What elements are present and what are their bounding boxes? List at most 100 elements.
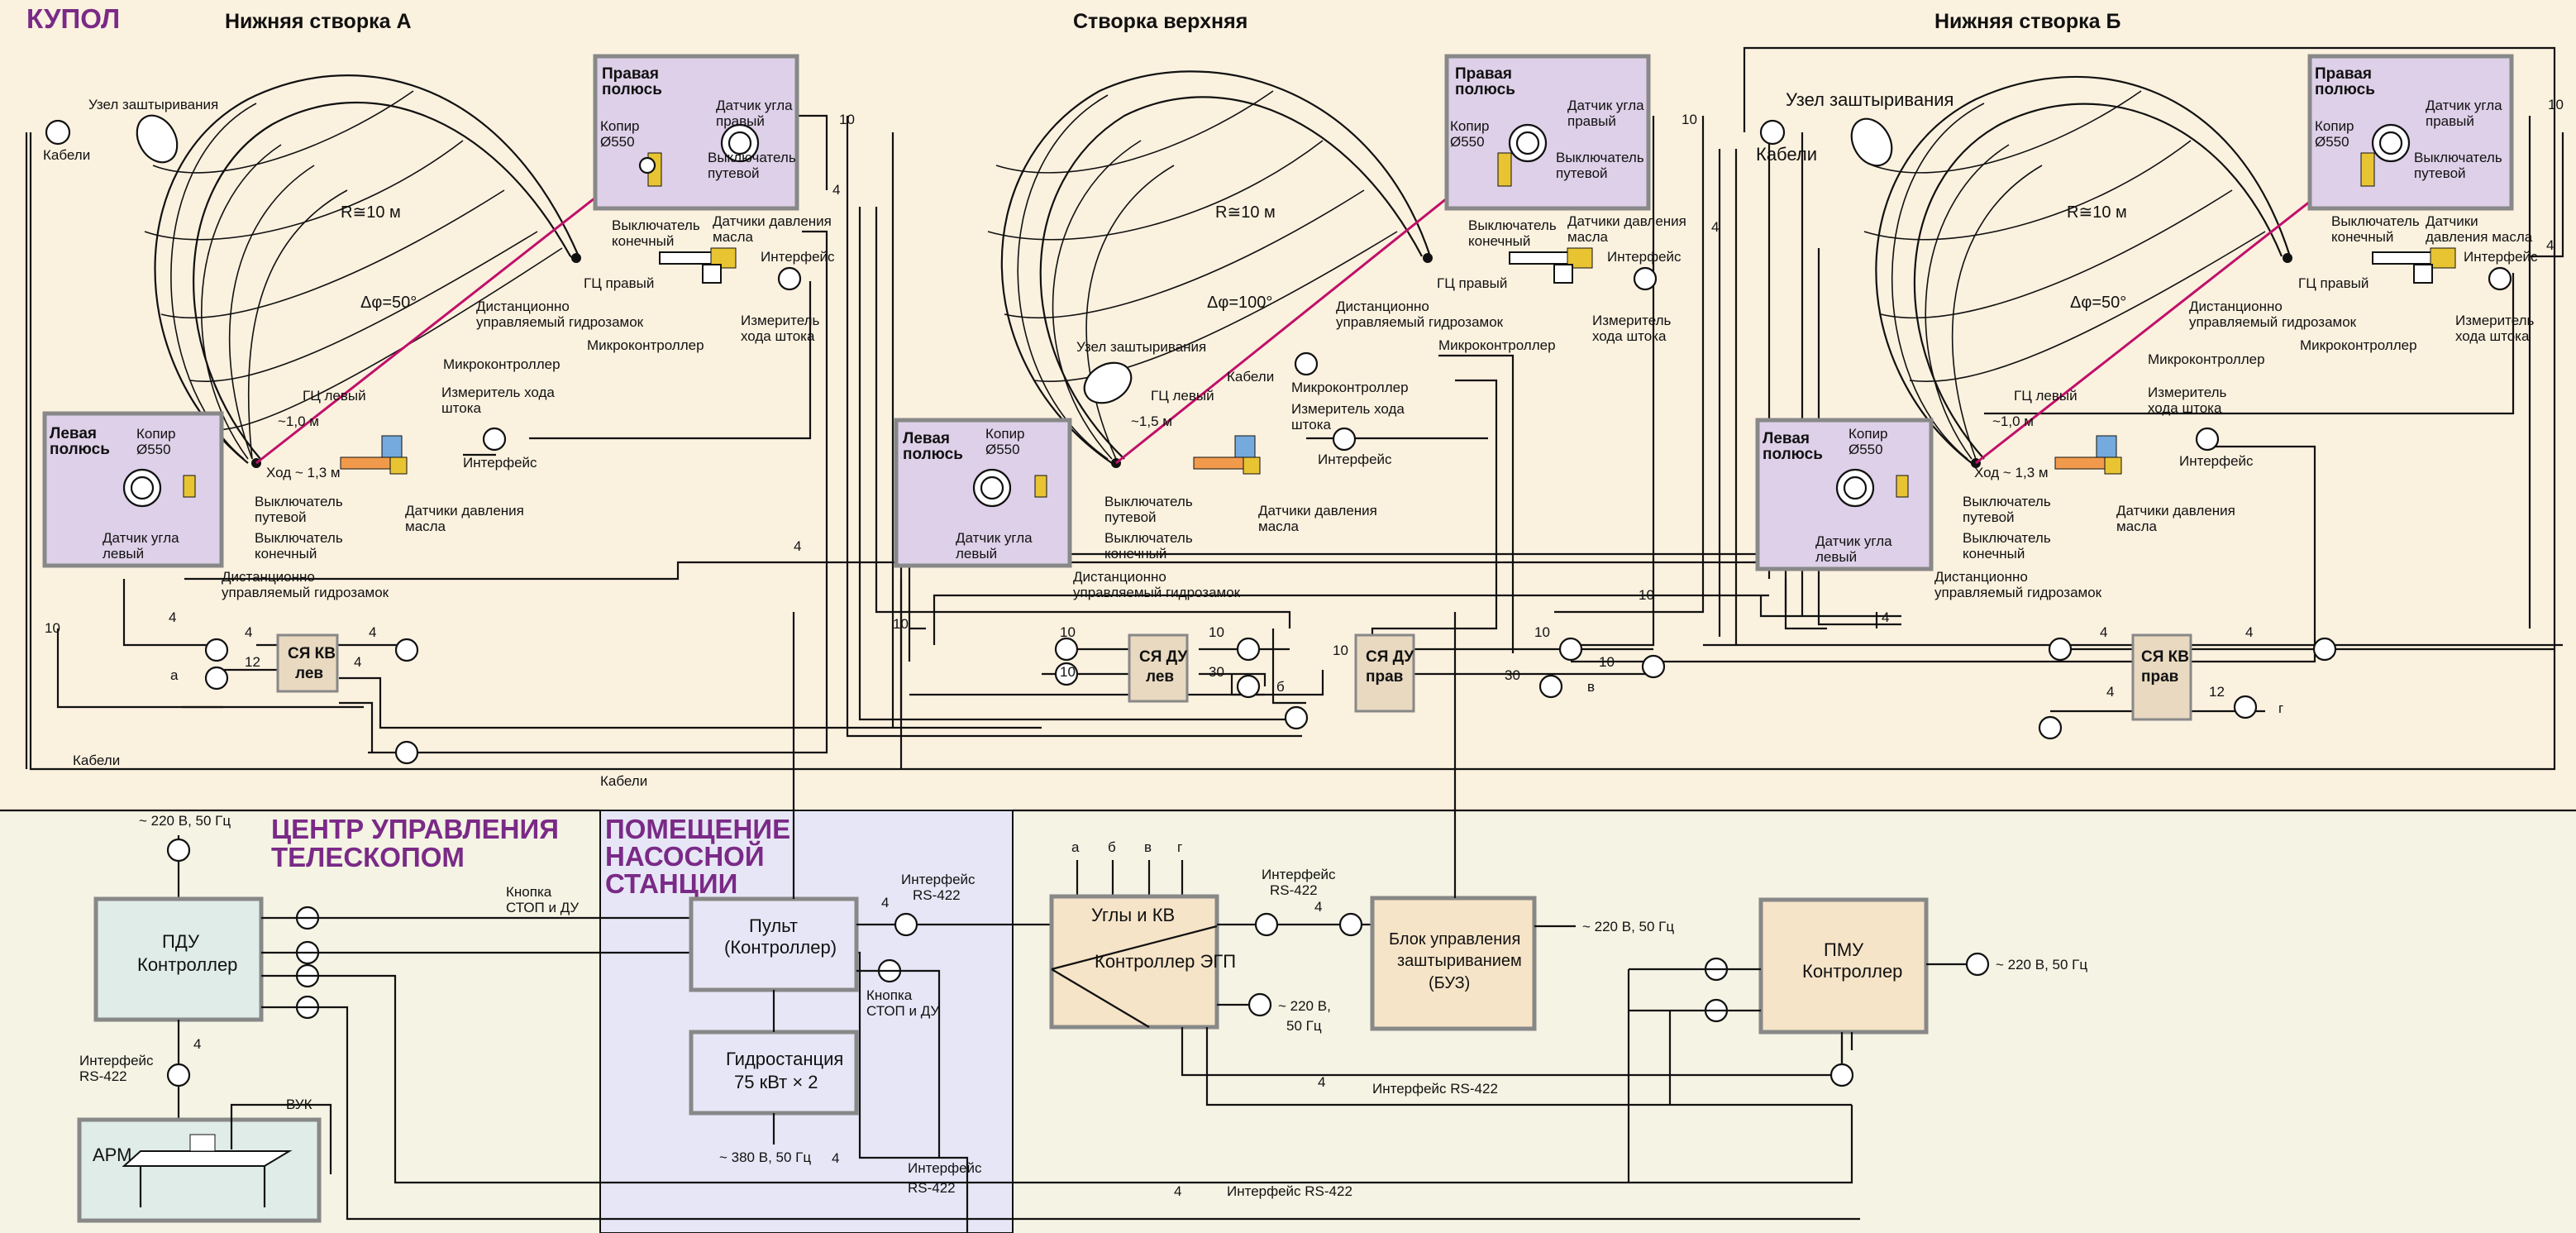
svg-text:конечный: конечный [612, 233, 674, 249]
svg-text:10: 10 [1060, 624, 1076, 640]
svg-text:Датчики давления: Датчики давления [1258, 503, 1377, 519]
svg-text:лев: лев [1146, 668, 1174, 686]
stvorka-top-title: Створка верхняя [1073, 10, 1247, 33]
svg-text:СТОП и ДУ: СТОП и ДУ [506, 900, 579, 915]
svg-text:Микроконтроллер: Микроконтроллер [587, 337, 704, 353]
svg-text:Измеритель: Измеритель [2455, 313, 2535, 328]
svg-text:Датчик угла: Датчик угла [956, 530, 1033, 546]
svg-text:Интерфейс RS-422: Интерфейс RS-422 [1372, 1081, 1498, 1097]
svg-text:масла: масла [1258, 519, 1300, 534]
lock-node-b [1850, 117, 1893, 167]
svg-text:Дистанционно: Дистанционно [1073, 569, 1166, 585]
svg-text:Ход ~ 1,3 м: Ход ~ 1,3 м [266, 465, 341, 480]
svg-text:управляемый гидрозамок: управляемый гидрозамок [1336, 314, 1504, 330]
svg-text:Дистанционно: Дистанционно [476, 299, 570, 314]
svg-text:Интерфейс: Интерфейс [1318, 452, 1392, 467]
svg-text:R≅10 м: R≅10 м [1215, 203, 1276, 222]
svg-text:управляемый гидрозамок: управляемый гидрозамок [1934, 585, 2102, 600]
svg-text:управляемый гидрозамок: управляемый гидрозамок [1073, 585, 1241, 600]
svg-text:Правая: Правая [602, 65, 659, 83]
svg-text:а: а [1071, 839, 1080, 855]
svg-text:4: 4 [832, 182, 840, 198]
svg-text:Копир: Копир [600, 118, 640, 134]
svg-text:Выключатель: Выключатель [1104, 530, 1193, 546]
svg-text:4: 4 [1314, 899, 1322, 915]
svg-text:Контроллер: Контроллер [137, 954, 237, 975]
svg-text:Измеритель хода: Измеритель хода [441, 385, 555, 400]
svg-text:10: 10 [1534, 624, 1550, 640]
lock-node-top [1083, 361, 1133, 404]
svg-text:~ 380 В, 50 Гц: ~ 380 В, 50 Гц [719, 1149, 811, 1165]
svg-text:Интерфейс: Интерфейс [1262, 867, 1336, 882]
pump-room-title-2: НАСОСНОЙ [605, 840, 765, 872]
svg-text:Выключатель: Выключатель [2331, 213, 2420, 229]
svg-text:штока: штока [441, 400, 481, 416]
pump-room-title-3: СТАНЦИИ [605, 868, 737, 899]
svg-text:хода штока: хода штока [2148, 400, 2222, 416]
svg-text:Дистанционно: Дистанционно [2189, 299, 2283, 314]
svg-text:Датчики давления: Датчики давления [1567, 213, 1686, 229]
svg-text:ГЦ правый: ГЦ правый [2298, 275, 2368, 291]
svg-text:Датчик угла: Датчик угла [2426, 98, 2502, 113]
svg-text:Ø550: Ø550 [985, 442, 1020, 457]
svg-text:~ 220 В, 50 Гц: ~ 220 В, 50 Гц [1582, 919, 1674, 934]
svg-text:4: 4 [2245, 624, 2253, 640]
svg-text:Интерфейс RS-422: Интерфейс RS-422 [1227, 1183, 1352, 1199]
svg-text:конечный: конечный [255, 546, 317, 562]
svg-text:Ø550: Ø550 [2315, 134, 2349, 150]
svg-text:4: 4 [354, 654, 361, 670]
pole-right-box-b [2307, 54, 2514, 211]
svg-text:управляемый гидрозамок: управляемый гидрозамок [476, 314, 644, 330]
svg-text:Интерфейс: Интерфейс [901, 872, 976, 887]
ground-area [0, 810, 2576, 1233]
svg-text:масла: масла [713, 229, 754, 245]
svg-text:Правая: Правая [2315, 65, 2372, 83]
svg-text:Копир: Копир [985, 426, 1025, 442]
svg-text:Левая: Левая [1763, 430, 1810, 447]
svg-text:Микроконтроллер: Микроконтроллер [1438, 337, 1556, 353]
svg-text:4: 4 [193, 1036, 201, 1052]
svg-text:Измеритель: Измеритель [2148, 385, 2227, 400]
lock-node-a [136, 114, 179, 164]
svg-text:левый: левый [1815, 549, 1857, 565]
stvorka-b: R≅10 м Δφ=50° Правая полюсь Копир Ø550 Д… [1755, 54, 2564, 740]
svg-text:Блок управления: Блок управления [1389, 930, 1520, 949]
svg-text:Ход ~ 1,3 м: Ход ~ 1,3 м [1974, 465, 2049, 480]
svg-text:Копир: Копир [2315, 118, 2354, 134]
svg-text:30: 30 [1209, 664, 1224, 680]
svg-text:Δφ=100°: Δφ=100° [1207, 294, 1272, 312]
svg-text:Выключатель: Выключатель [612, 217, 700, 233]
svg-text:Датчики давления: Датчики давления [2116, 503, 2235, 519]
svg-text:Δφ=50°: Δφ=50° [2070, 294, 2126, 312]
svg-text:СЯ ДУ: СЯ ДУ [1366, 648, 1414, 666]
svg-text:4: 4 [1174, 1183, 1181, 1199]
svg-text:хода штока: хода штока [2455, 328, 2530, 344]
svg-text:в: в [1587, 679, 1595, 695]
svg-text:Выключатель: Выключатель [1963, 494, 2051, 509]
svg-text:Ø550: Ø550 [1450, 134, 1485, 150]
svg-text:в: в [1144, 839, 1152, 855]
svg-text:Измеритель хода: Измеритель хода [1291, 401, 1405, 417]
svg-text:4: 4 [881, 895, 889, 910]
svg-text:левый: левый [956, 546, 997, 562]
svg-text:Ø550: Ø550 [136, 442, 171, 457]
svg-text:ПМУ: ПМУ [1824, 939, 1864, 960]
svg-text:Дистанционно: Дистанционно [222, 569, 315, 585]
control-center-title-1: ЦЕНТР УПРАВЛЕНИЯ [271, 814, 559, 844]
svg-text:4: 4 [1882, 609, 1889, 625]
svg-text:4: 4 [2546, 237, 2554, 253]
pult-controller [689, 896, 859, 992]
svg-text:Выключатель: Выключатель [1104, 494, 1193, 509]
svg-text:4: 4 [169, 609, 176, 625]
svg-text:хода штока: хода штока [741, 328, 815, 344]
svg-text:а: а [170, 667, 179, 683]
svg-text:RS-422: RS-422 [79, 1068, 127, 1084]
svg-text:Левая: Левая [50, 425, 97, 442]
kupol-title: КУПОЛ [26, 3, 120, 34]
svg-text:г: г [1177, 839, 1182, 855]
svg-text:10: 10 [1333, 643, 1348, 658]
svg-text:RS-422: RS-422 [913, 887, 961, 903]
svg-text:Углы и КВ: Углы и КВ [1091, 905, 1175, 925]
svg-text:б: б [1108, 839, 1116, 855]
